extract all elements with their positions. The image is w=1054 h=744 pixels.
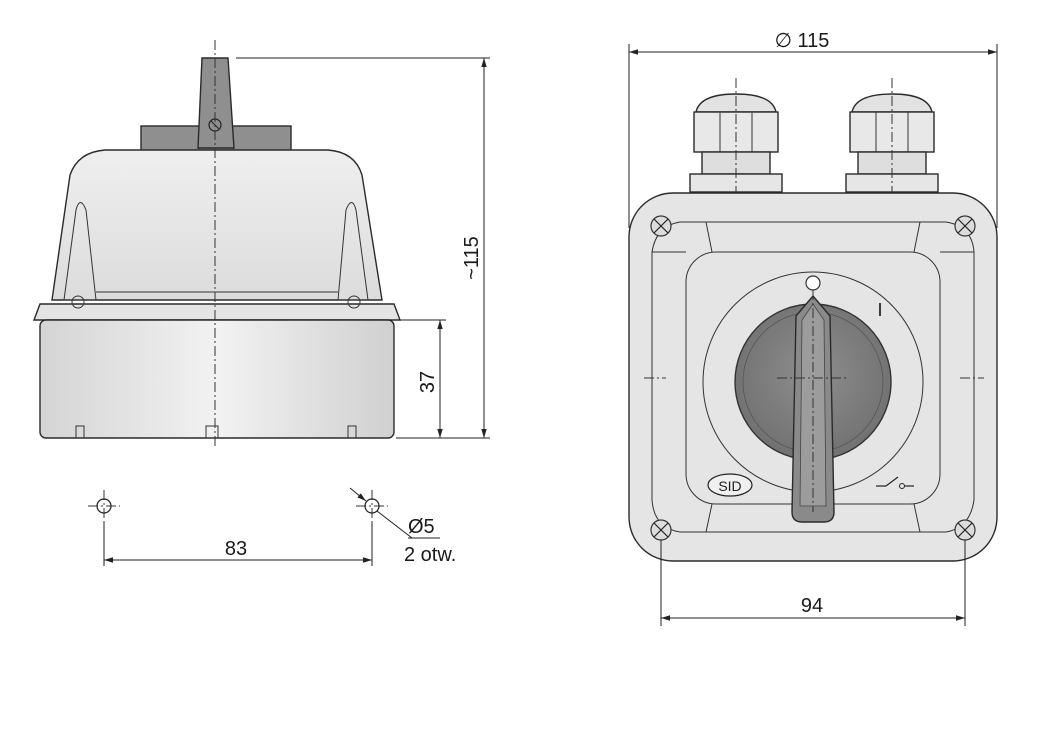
base-height-label: 37	[417, 371, 439, 393]
mounting-holes-view: Ø5 2 otw. 83	[88, 487, 456, 566]
screw-top-right-icon	[954, 215, 976, 237]
hole-count-label: 2 otw.	[404, 544, 456, 566]
cable-gland-left	[689, 78, 783, 196]
base-housing	[39, 319, 395, 439]
switch-symbol-icon	[876, 476, 914, 489]
position-off-marker	[805, 275, 821, 291]
brand-label: SID	[718, 478, 741, 494]
front-view: ∅ 115	[628, 30, 998, 626]
side-view: ~115 37	[32, 40, 490, 448]
handle-side	[197, 57, 235, 149]
front-cover	[651, 221, 975, 533]
hole-spacing-label: 83	[225, 538, 247, 560]
position-label: I	[877, 300, 882, 320]
cable-gland-right	[845, 78, 939, 196]
width-label: 94	[801, 595, 823, 617]
screw-bottom-left-icon	[650, 519, 672, 541]
flange	[32, 303, 402, 321]
screw-bottom-right-icon	[954, 519, 976, 541]
dome-housing	[51, 149, 383, 301]
hole-leader	[376, 510, 413, 539]
hole-diameter-label: Ø5	[408, 516, 435, 538]
screw-top-left-icon	[650, 215, 672, 237]
height-dimension-label: ~115	[461, 236, 483, 280]
diameter-label: ∅ 115	[775, 30, 830, 52]
brand-logo	[707, 473, 753, 497]
